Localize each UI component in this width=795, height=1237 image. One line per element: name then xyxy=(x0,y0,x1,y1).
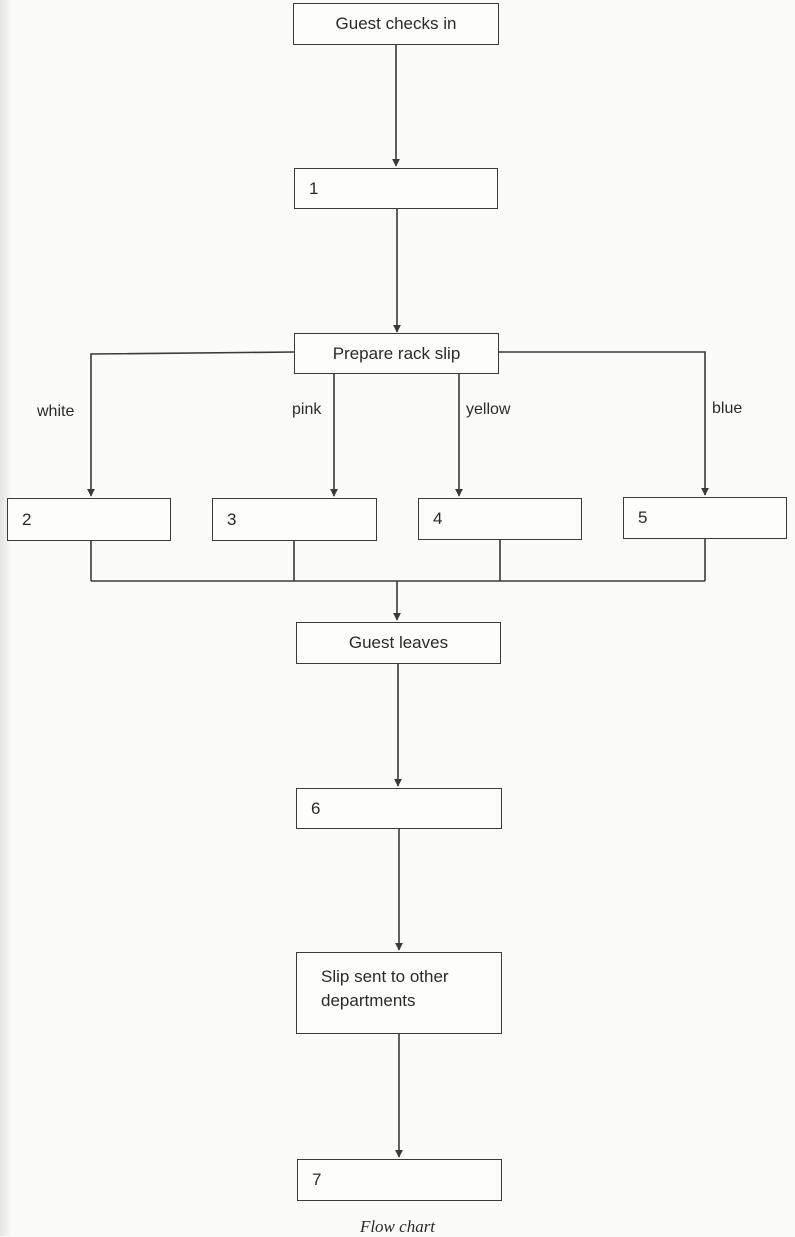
step-2-box: 2 xyxy=(7,498,171,541)
step-4-number: 4 xyxy=(433,509,443,528)
guest-leaves-label: Guest leaves xyxy=(348,633,449,652)
step-6-box: 6 xyxy=(296,788,502,829)
guest-checks-in-label: Guest checks in xyxy=(335,14,457,33)
prepare-rack-slip-box: Prepare rack slip xyxy=(294,333,499,374)
step-1-number: 1 xyxy=(309,178,319,198)
arrow-branch-white xyxy=(87,351,295,497)
slip-sent-label: Slip sent to other departments xyxy=(321,967,449,1010)
step-2-number: 2 xyxy=(22,509,32,529)
step-6-number: 6 xyxy=(311,798,321,818)
branch-label-white: white xyxy=(37,403,75,420)
guest-leaves-box: Guest leaves xyxy=(296,622,501,664)
figure-caption: Flow chart xyxy=(359,1217,436,1236)
prepare-rack-slip-label: Prepare rack slip xyxy=(332,343,461,363)
step-7-box: 7 xyxy=(297,1159,502,1201)
arrow-branch-blue xyxy=(498,351,709,496)
step-5-number: 5 xyxy=(638,508,648,527)
branch-label-blue: blue xyxy=(712,400,743,417)
slip-sent-box: Slip sent to other departments xyxy=(296,952,502,1034)
branch-label-yellow: yellow xyxy=(466,401,511,418)
branch-label-pink: pink xyxy=(292,401,322,418)
step-4-box: 4 xyxy=(418,498,582,540)
step-3-box: 3 xyxy=(212,498,377,541)
guest-checks-in-box: Guest checks in xyxy=(293,3,499,45)
step-3-number: 3 xyxy=(227,509,237,529)
step-5-box: 5 xyxy=(623,497,787,539)
step-1-box: 1 xyxy=(294,168,498,209)
step-7-number: 7 xyxy=(312,1170,322,1189)
